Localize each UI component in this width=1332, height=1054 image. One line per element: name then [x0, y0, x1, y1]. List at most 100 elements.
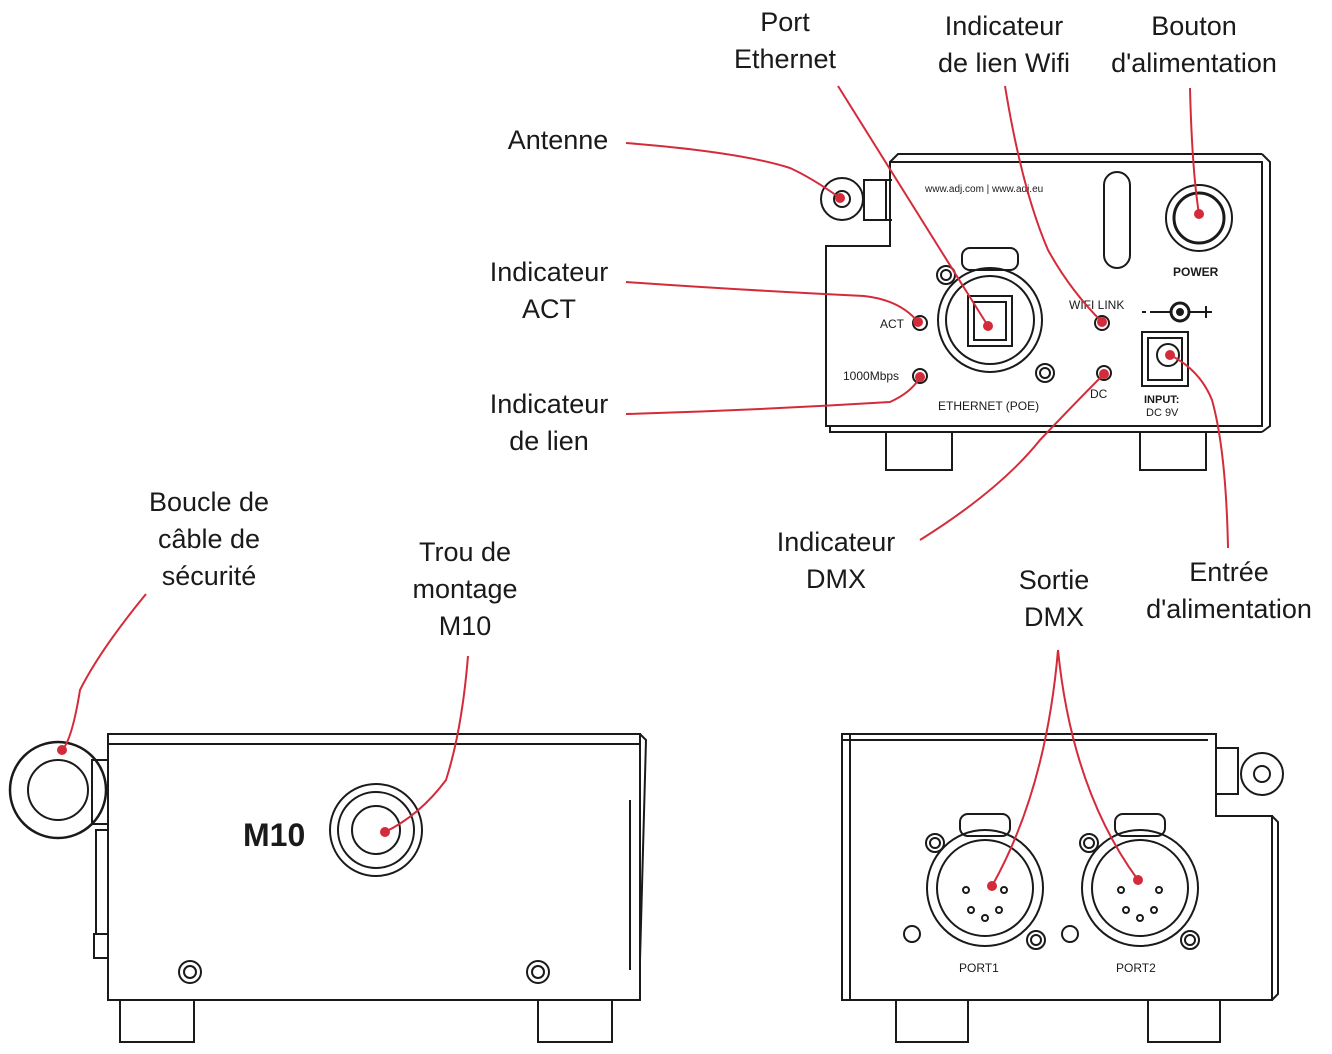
dmx-screw-mid-right [1061, 925, 1079, 943]
callout-dmx-output: Sortie DMX [1000, 562, 1108, 636]
top-unit [820, 153, 1271, 471]
leader-wifi-indicator [1004, 85, 1103, 323]
input-voltage-label: DC 9V [1146, 407, 1179, 419]
dmx-port-2 [1079, 813, 1200, 950]
callout-power-input-line-1: Entrée [1189, 557, 1269, 587]
callout-dmx-indicator-line-1: Indicateur [776, 527, 896, 557]
leader-dmx-output-1 [991, 649, 1059, 887]
side-unit-foot-right [537, 999, 613, 1043]
callout-power-button-line-1: Bouton [1151, 11, 1237, 41]
dot-mount-hole [380, 827, 390, 837]
leader-dmx-output-2 [1057, 649, 1139, 881]
ethernet-port [936, 247, 1055, 383]
callout-port-ethernet-line-1: Port [760, 7, 810, 37]
dmx-unit [841, 733, 1284, 1043]
callout-antenna-line-1: Antenne [507, 125, 609, 155]
callout-power-input: Entrée d'alimentation [1130, 554, 1328, 628]
callout-port-ethernet-line-2: Ethernet [733, 44, 837, 74]
dot-power-input [1165, 350, 1175, 360]
top-unit-foot-left [885, 431, 953, 471]
callout-act-indicator: Indicateur ACT [474, 254, 624, 328]
leader-power-input [1169, 354, 1229, 549]
side-screw-right [526, 960, 550, 984]
callout-act-indicator-line-1: Indicateur [489, 257, 609, 287]
callout-act-indicator-line-2: ACT [522, 294, 576, 324]
dmx-screw-mid-left [903, 925, 921, 943]
callout-dmx-indicator-line-2: DMX [806, 564, 866, 594]
antenna [820, 177, 892, 221]
callout-wifi-indicator: Indicateur de lien Wifi [918, 8, 1090, 82]
dmx-led [1096, 365, 1112, 381]
website-text: www.adj.com | www.adj.eu [924, 184, 1043, 195]
m10-mount-hole [329, 783, 423, 877]
dot-antenna [835, 193, 845, 203]
callout-mount-hole-line-3: M10 [438, 611, 492, 641]
dot-link [915, 372, 925, 382]
speed-label: 1000Mbps [843, 369, 899, 383]
port1-label: PORT1 [959, 961, 999, 975]
dmx-unit-foot-right [1147, 999, 1221, 1043]
leader-power-button [1189, 87, 1200, 215]
callout-safety-loop-line-3: sécurité [161, 561, 257, 591]
power-label: POWER [1173, 265, 1219, 279]
side-screw-left [178, 960, 202, 984]
dot-wifi [1097, 317, 1107, 327]
act-label: ACT [880, 317, 905, 331]
ethernet-label: ETHERNET (POE) [938, 399, 1039, 413]
dmx-unit-foot-left [895, 999, 969, 1043]
callout-antenna: Antenne [490, 122, 626, 159]
dot-dmx-port-1 [987, 881, 997, 891]
top-unit-body [825, 161, 1263, 427]
leader-port-ethernet [837, 85, 989, 327]
side-unit-foot-left [119, 999, 195, 1043]
target-dots [57, 193, 1204, 891]
side-unit [8, 733, 648, 1043]
power-button [1165, 184, 1233, 252]
act-led [912, 315, 928, 331]
leader-link-indicator [625, 376, 921, 415]
callout-safety-loop: Boucle de câble de sécurité [134, 484, 284, 595]
dmx-unit-antenna [1215, 747, 1284, 796]
dmx-unit-body [841, 733, 1273, 1001]
callout-dmx-output-line-2: DMX [1024, 602, 1084, 632]
leader-safety-loop [61, 593, 147, 751]
input-label: INPUT: [1144, 394, 1179, 406]
wifi-link-label: WIFI LINK [1069, 298, 1124, 312]
callout-wifi-indicator-line-2: de lien Wifi [937, 48, 1071, 78]
dot-dmx-port-2 [1133, 875, 1143, 885]
dot-act [913, 317, 923, 327]
callout-power-button-line-2: d'alimentation [1111, 48, 1277, 78]
callout-port-ethernet: Port Ethernet [718, 4, 852, 78]
callout-link-indicator-line-1: Indicateur [489, 389, 609, 419]
safety-loop [8, 740, 109, 840]
port2-label: PORT2 [1116, 961, 1156, 975]
callout-mount-hole-line-1: Trou de [418, 537, 512, 567]
callout-dmx-output-line-1: Sortie [1018, 565, 1090, 595]
link-led [912, 368, 928, 384]
callout-safety-loop-line-1: Boucle de [148, 487, 270, 517]
cable-slot [1103, 171, 1131, 269]
callout-safety-loop-line-2: câble de [157, 524, 261, 554]
dc-polarity-icon [1142, 301, 1212, 323]
dc-label: DC [1090, 387, 1108, 401]
dc-input-jack [1141, 331, 1189, 387]
dot-dmx-led [1099, 369, 1109, 379]
callout-mount-hole: Trou de montage M10 [394, 534, 536, 645]
dot-safety-loop [57, 745, 67, 755]
dmx-port-1 [925, 813, 1046, 950]
leader-dmx-indicator [919, 373, 1105, 541]
top-unit-foot-right [1139, 431, 1207, 471]
top-unit-text: www.adj.com | www.adj.eu POWER ACT 1000M… [843, 184, 1219, 419]
dot-power-button [1194, 209, 1204, 219]
leader-lines [61, 85, 1229, 887]
leader-mount-hole [384, 655, 469, 833]
callout-mount-hole-line-2: montage [412, 574, 518, 604]
callout-wifi-indicator-line-1: Indicateur [944, 11, 1064, 41]
callout-link-indicator-line-2: de lien [509, 426, 589, 456]
callout-power-input-line-2: d'alimentation [1146, 594, 1312, 624]
callout-power-button: Bouton d'alimentation [1096, 8, 1292, 82]
leader-antenna [625, 142, 841, 199]
dot-ethernet [983, 321, 993, 331]
